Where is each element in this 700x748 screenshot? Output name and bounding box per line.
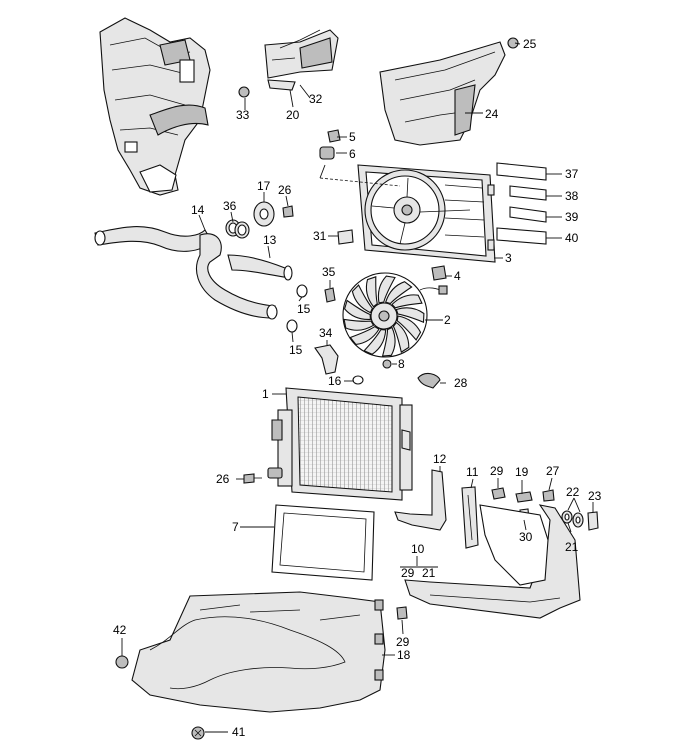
callout-32: 32 — [309, 92, 323, 106]
callout-38: 38 — [565, 189, 579, 203]
callout-10: 10 — [411, 542, 425, 556]
callout-24: 24 — [485, 107, 499, 121]
callout-31: 31 — [313, 229, 327, 243]
callout-21: 21 — [565, 540, 579, 554]
callout-8: 8 — [398, 357, 405, 371]
coolant-hoses-13-14 — [94, 201, 308, 333]
callout-4: 4 — [454, 269, 461, 283]
callout-36: 36 — [223, 199, 237, 213]
callout-13: 13 — [263, 233, 277, 247]
callout-40: 40 — [565, 231, 579, 245]
callout-28: 28 — [454, 376, 468, 390]
callout-2: 2 — [444, 313, 451, 327]
callout-19: 19 — [515, 465, 529, 479]
leader-lines — [121, 42, 594, 733]
callout-labels: 1 2 3 4 5 6 7 8 10 29 21 11 12 13 14 15 … — [113, 37, 602, 739]
callout-14: 14 — [191, 203, 205, 217]
callout-6: 6 — [349, 147, 356, 161]
grommets-21-22-23 — [561, 510, 599, 531]
fitting-5-6 — [319, 129, 341, 160]
callout-5: 5 — [349, 130, 356, 144]
bracket-assembly-32 — [238, 29, 339, 98]
screw-26 — [243, 473, 262, 484]
fan-blade — [391, 294, 423, 309]
air-duct-24 — [379, 37, 519, 146]
callout-26b: 26 — [216, 472, 230, 486]
callout-29b: 29 — [396, 635, 410, 649]
callout-29a: 29 — [490, 464, 504, 478]
callout-16: 16 — [328, 374, 342, 388]
fan-shroud-3 — [337, 164, 496, 263]
callout-20: 20 — [286, 108, 300, 122]
callout-18: 18 — [397, 648, 411, 662]
callout-11: 11 — [466, 465, 479, 479]
callout-35: 35 — [322, 265, 336, 279]
fan-blade — [392, 321, 410, 353]
callout-41: 41 — [232, 725, 246, 739]
fan-blade — [343, 318, 375, 331]
callout-22: 22 — [566, 485, 580, 499]
temp-sensor-34-35 — [314, 287, 339, 375]
screw-42 — [115, 655, 129, 669]
front-end-body-section — [99, 17, 211, 196]
callout-15a: 15 — [297, 302, 311, 316]
callout-1: 1 — [262, 387, 269, 401]
callout-42: 42 — [113, 623, 127, 637]
callout-15b: 15 — [289, 343, 303, 357]
oring-16 — [352, 375, 364, 385]
callout-39: 39 — [565, 210, 579, 224]
fan-blade — [396, 315, 422, 341]
lower-carrier-10 — [404, 504, 581, 619]
cooling-fan-2 — [342, 272, 448, 369]
callout-37: 37 — [565, 167, 579, 181]
connector-4 — [431, 265, 447, 281]
fan-blade — [349, 325, 380, 345]
callout-34: 34 — [319, 326, 333, 340]
callout-10-21: 21 — [422, 566, 436, 580]
radiator-1 — [267, 387, 413, 501]
callout-17: 17 — [257, 179, 271, 193]
callout-23: 23 — [588, 489, 602, 503]
fan-blade — [377, 275, 396, 304]
callout-7: 7 — [232, 520, 239, 534]
callout-12: 12 — [433, 452, 447, 466]
callout-3: 3 — [505, 251, 512, 265]
fan-blade — [385, 281, 413, 305]
clip-29 — [396, 606, 408, 620]
callout-30: 30 — [519, 530, 533, 544]
fan-blade — [381, 326, 396, 357]
fan-blade — [351, 284, 374, 314]
screw-41 — [191, 726, 205, 740]
callout-26a: 26 — [278, 183, 292, 197]
callout-33: 33 — [236, 108, 250, 122]
callout-27: 27 — [546, 464, 560, 478]
callout-25: 25 — [523, 37, 537, 51]
valve-28 — [417, 372, 441, 389]
filter-pads-37-40 — [496, 162, 547, 245]
fan-blade — [395, 307, 425, 323]
fan-blade — [365, 276, 378, 308]
fan-blade — [363, 329, 387, 355]
callout-10-29: 29 — [401, 566, 415, 580]
fan-blade — [343, 299, 371, 320]
brackets-11-12 — [394, 469, 479, 549]
underbody-panel-18 — [131, 591, 386, 713]
seal-frame-7 — [271, 504, 375, 581]
